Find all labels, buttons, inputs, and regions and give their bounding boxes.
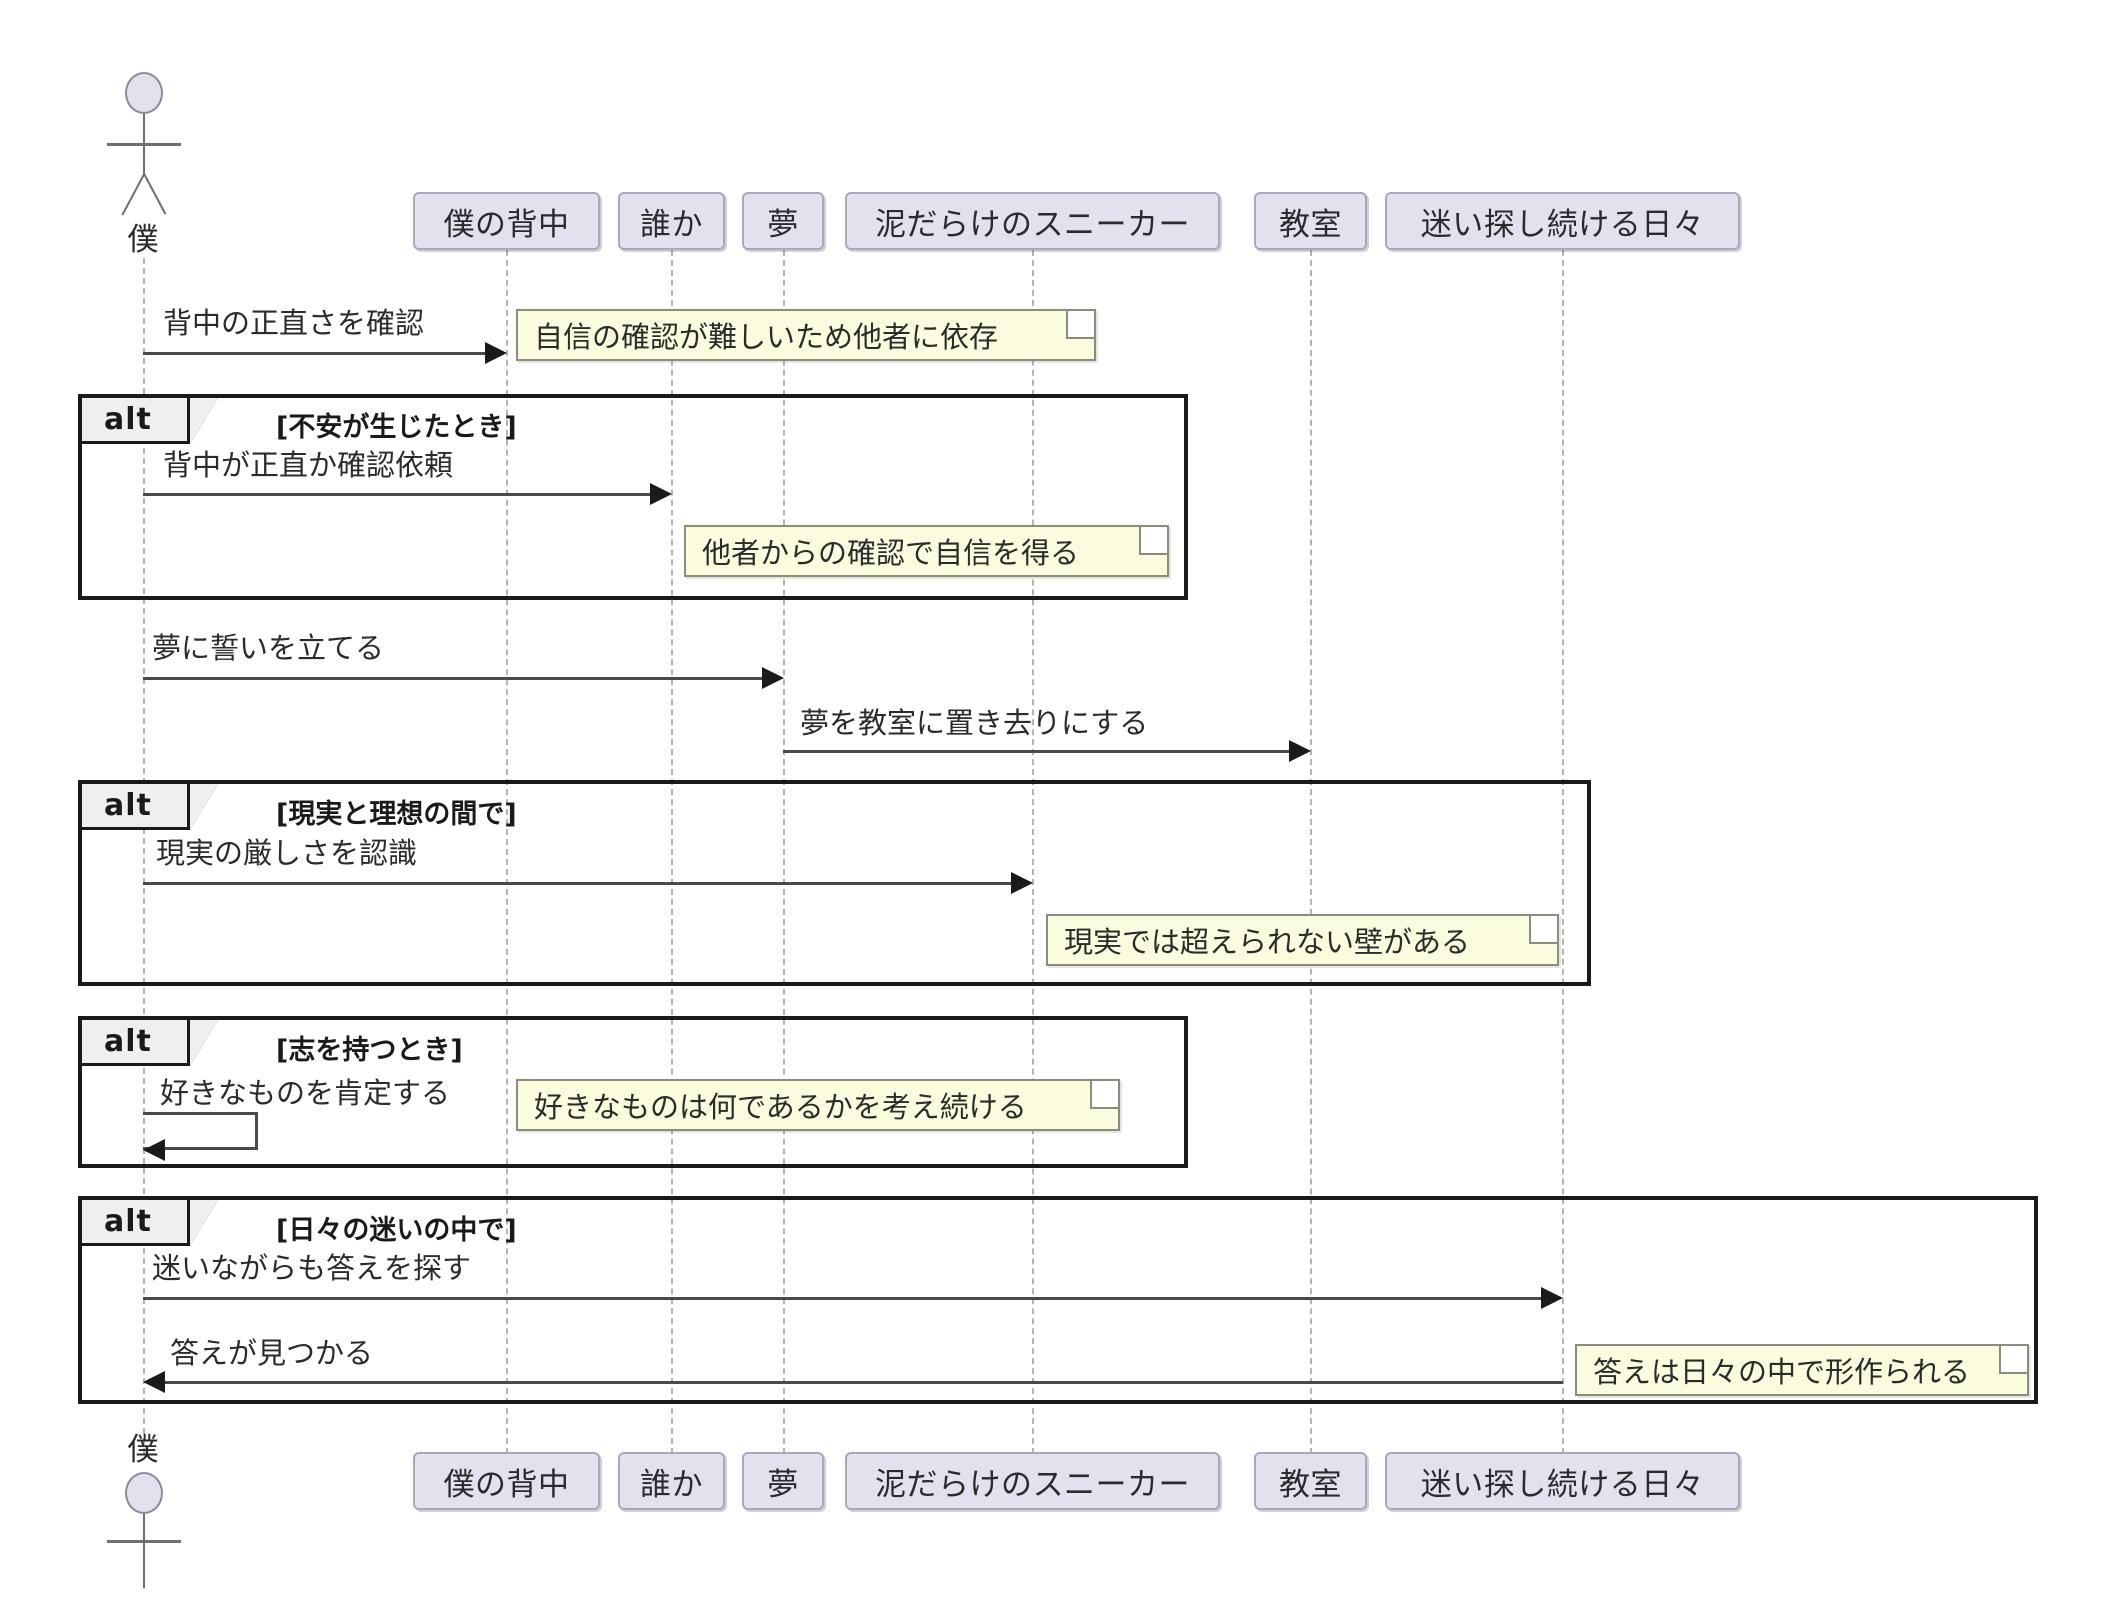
participant-back-top[interactable]: 僕の背中 bbox=[413, 192, 600, 250]
actor-body-bottom-icon bbox=[143, 1514, 145, 1588]
fragment-alt-2-condition: [現実と理想の間で] bbox=[276, 799, 517, 830]
note-n3-text: 現実では超えられない壁がある bbox=[1064, 925, 1471, 959]
arrow-head-m3-icon bbox=[762, 667, 784, 689]
message-label-m1: 背中の正直さを確認 bbox=[163, 306, 425, 340]
note-n4-text: 好きなものは何であるかを考え続ける bbox=[534, 1090, 1027, 1124]
note-n1: 自信の確認が難しいため他者に依存 bbox=[516, 309, 1096, 361]
fragment-alt-2-keyword: alt bbox=[104, 788, 152, 823]
message-label-m4: 夢を教室に置き去りにする bbox=[800, 706, 1149, 740]
note-fold-n3-icon bbox=[1529, 916, 1557, 944]
lifeline-sneakers bbox=[1032, 240, 1034, 1454]
arrow-head-m6-icon bbox=[143, 1139, 165, 1161]
fragment-alt-1 bbox=[78, 394, 1188, 600]
actor-label-bottom: 僕 bbox=[127, 1432, 159, 1468]
fragment-alt-4-keyword: alt bbox=[104, 1204, 152, 1239]
fragment-alt-1-keyword: alt bbox=[104, 402, 152, 437]
participant-classroom-top[interactable]: 教室 bbox=[1254, 192, 1367, 250]
fragment-alt-2 bbox=[78, 780, 1591, 986]
lifeline-classroom bbox=[1310, 240, 1312, 1454]
participant-dream-bottom[interactable]: 夢 bbox=[742, 1452, 824, 1510]
note-n2-text: 他者からの確認で自信を得る bbox=[702, 536, 1080, 570]
actor-label-top: 僕 bbox=[127, 222, 159, 258]
fragment-alt-1-tab: alt bbox=[82, 398, 190, 444]
note-fold-n5-icon bbox=[1999, 1346, 2027, 1374]
actor-leg-right-icon bbox=[143, 173, 167, 215]
fragment-alt-4-condition: [日々の迷いの中で] bbox=[276, 1215, 517, 1246]
note-n5-text: 答えは日々の中で形作られる bbox=[1593, 1355, 1971, 1389]
fragment-alt-3 bbox=[78, 1016, 1188, 1168]
note-fold-n2-icon bbox=[1139, 527, 1167, 555]
participant-days-top[interactable]: 迷い探し続ける日々 bbox=[1385, 192, 1740, 250]
message-line-m2 bbox=[143, 493, 651, 496]
arrow-head-m2-icon bbox=[650, 483, 672, 505]
note-n1-text: 自信の確認が難しいため他者に依存 bbox=[534, 320, 999, 354]
participant-someone-top[interactable]: 誰か bbox=[618, 192, 725, 250]
message-label-m8: 答えが見つかる bbox=[170, 1336, 374, 1370]
participant-someone-bottom[interactable]: 誰か bbox=[618, 1452, 725, 1510]
actor-arms-icon bbox=[107, 143, 181, 146]
fragment-alt-1-condition: [不安が生じたとき] bbox=[276, 412, 517, 443]
note-n3: 現実では超えられない壁がある bbox=[1046, 914, 1559, 966]
fragment-alt-4-notch-icon bbox=[190, 1200, 218, 1246]
note-fold-n4-icon bbox=[1090, 1081, 1118, 1109]
participant-days-bottom[interactable]: 迷い探し続ける日々 bbox=[1385, 1452, 1740, 1510]
participant-dream-top[interactable]: 夢 bbox=[742, 192, 824, 250]
message-label-m6: 好きなものを肯定する bbox=[160, 1076, 451, 1110]
note-n4: 好きなものは何であるかを考え続ける bbox=[516, 1079, 1120, 1131]
arrow-head-m1-icon bbox=[485, 342, 507, 364]
message-self-loop-m6 bbox=[143, 1112, 258, 1150]
actor-head-icon bbox=[125, 72, 163, 114]
fragment-alt-3-condition: [志を持つとき] bbox=[276, 1035, 463, 1066]
fragment-alt-4 bbox=[78, 1196, 2038, 1404]
participant-sneakers-top[interactable]: 泥だらけのスニーカー bbox=[845, 192, 1220, 250]
message-label-m2: 背中が正直か確認依頼 bbox=[163, 448, 454, 482]
message-line-m8 bbox=[163, 1381, 1563, 1384]
arrow-head-m4-icon bbox=[1289, 740, 1311, 762]
fragment-alt-3-notch-icon bbox=[190, 1020, 218, 1066]
lifeline-dream bbox=[783, 240, 785, 1454]
message-label-m7: 迷いながらも答えを探す bbox=[152, 1251, 472, 1285]
lifeline-actor-boku bbox=[143, 258, 145, 1454]
participant-classroom-bottom[interactable]: 教室 bbox=[1254, 1452, 1367, 1510]
lifeline-someone bbox=[671, 240, 673, 1454]
actor-arms-bottom-icon bbox=[107, 1540, 181, 1543]
participant-back-bottom[interactable]: 僕の背中 bbox=[413, 1452, 600, 1510]
actor-leg-left-icon bbox=[121, 174, 145, 216]
fragment-alt-4-tab: alt bbox=[82, 1200, 190, 1246]
lifeline-back bbox=[506, 240, 508, 1454]
message-line-m4 bbox=[783, 750, 1290, 753]
fragment-alt-1-notch-icon bbox=[190, 398, 218, 444]
participant-sneakers-bottom[interactable]: 泥だらけのスニーカー bbox=[845, 1452, 1220, 1510]
fragment-alt-2-tab: alt bbox=[82, 784, 190, 830]
note-n5: 答えは日々の中で形作られる bbox=[1575, 1344, 2029, 1396]
message-line-m7 bbox=[143, 1297, 1543, 1300]
arrow-head-m7-icon bbox=[1541, 1287, 1563, 1309]
lifeline-days bbox=[1562, 240, 1564, 1454]
message-line-m5 bbox=[143, 882, 1013, 885]
message-label-m3: 夢に誓いを立てる bbox=[152, 631, 385, 665]
message-line-m3 bbox=[143, 677, 763, 680]
actor-head-bottom-icon bbox=[125, 1472, 163, 1514]
note-fold-n1-icon bbox=[1066, 311, 1094, 339]
fragment-alt-2-notch-icon bbox=[190, 784, 218, 830]
arrow-head-m5-icon bbox=[1011, 872, 1033, 894]
fragment-alt-3-tab: alt bbox=[82, 1020, 190, 1066]
message-label-m5: 現実の厳しさを認識 bbox=[156, 836, 418, 870]
fragment-alt-3-keyword: alt bbox=[104, 1024, 152, 1059]
message-line-m1 bbox=[143, 352, 487, 355]
arrow-head-m8-icon bbox=[143, 1371, 165, 1393]
note-n2: 他者からの確認で自信を得る bbox=[684, 525, 1169, 577]
